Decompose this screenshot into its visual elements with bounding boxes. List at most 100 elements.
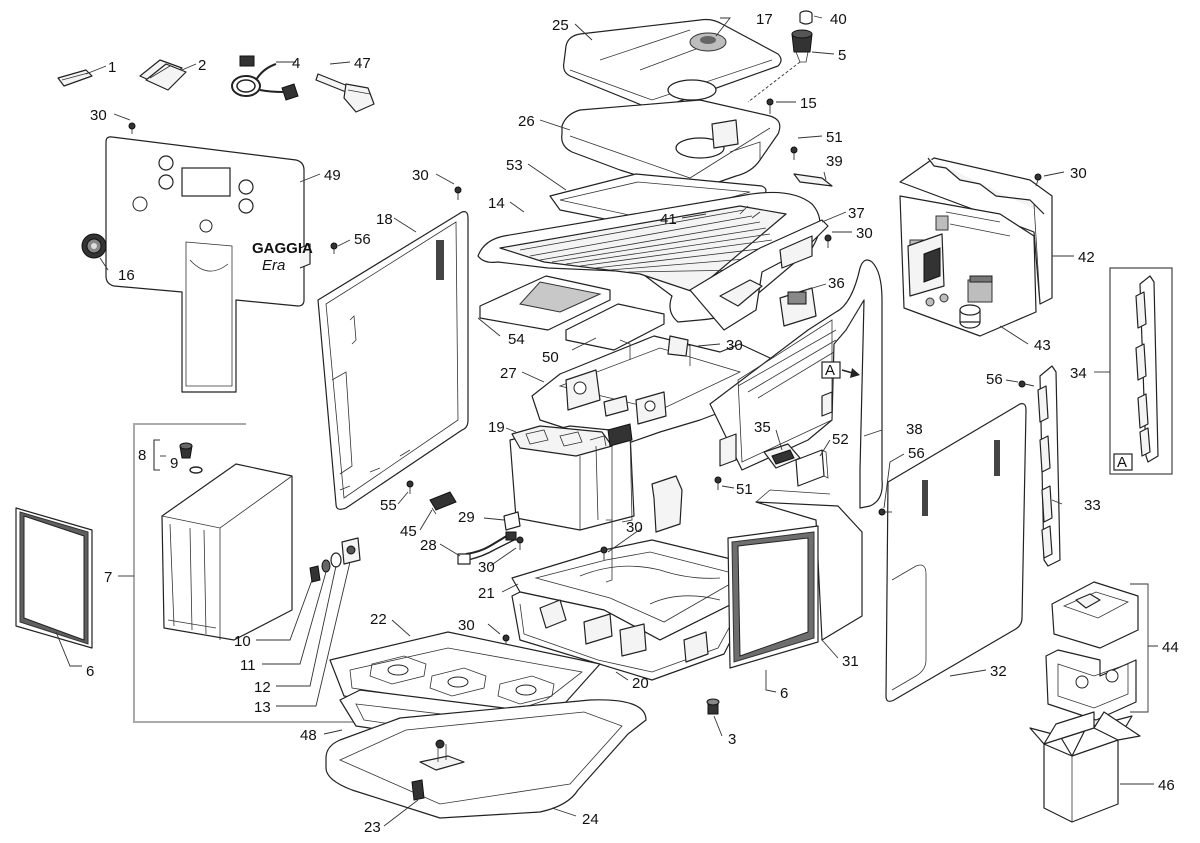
part-6-door-panel-b [727,525,819,669]
callout-13: 13 [254,699,271,716]
callout-25: 25 [552,17,569,34]
callout-54: 54 [508,331,525,348]
callout-44: 44 [1162,639,1179,656]
part-52-relay [795,449,829,487]
part-18-left-side-panel [317,211,469,510]
callout-30-e: 30 [726,337,743,354]
part-27-upper-frame [531,335,771,447]
part-40-cap [799,10,813,25]
callout-41: 41 [660,211,677,228]
part-50-foam-pad [565,303,665,351]
callout-30-b: 30 [412,167,429,184]
screw-56-a [330,242,338,254]
callout-3: 3 [728,731,736,748]
part-1-test-strip [57,69,93,87]
screw-30-f [516,536,524,550]
callout-31: 31 [842,653,859,670]
callout-12: 12 [254,679,271,696]
part-5-grind-knob [791,29,813,63]
part-39-clip [793,173,833,187]
part-56-screw-c [878,508,892,516]
detail-marker-a-box: A [1117,454,1127,471]
callout-32: 32 [990,663,1007,680]
callout-11: 11 [240,657,256,674]
part-33-bracket [1037,365,1061,567]
part-7-water-tank-group [133,423,368,723]
callout-30-g: 30 [626,519,643,536]
callout-29: 29 [458,509,475,526]
callout-5: 5 [838,47,846,64]
callout-48: 48 [300,727,317,744]
brand-logo-text: GAGGIA [252,240,313,257]
part-24-drip-tray [325,699,647,819]
part-51-screw-b [714,476,722,490]
callout-30-f: 30 [478,559,495,576]
part-28-wire-harness [457,531,517,565]
part-11-seal [321,559,331,573]
part-49-control-panel: GAGGIA Era [105,136,313,393]
callout-8: 8 [138,447,146,464]
part-17-lid-insert [689,32,727,52]
callout-34: 34 [1070,365,1087,382]
part-16-knob [81,233,107,259]
part-2-manual [139,59,187,91]
callout-55: 55 [380,497,397,514]
callout-45: 45 [400,523,417,540]
screw-30-a [128,122,136,134]
callout-6-b: 6 [780,685,788,702]
part-13-valve-plate [341,537,361,565]
callout-56-c: 56 [908,445,925,462]
callout-39: 39 [826,153,843,170]
callout-52: 52 [832,431,849,448]
part-43-pcb [899,195,1037,337]
callout-30-d: 30 [1070,165,1087,182]
callout-56-b: 56 [986,371,1003,388]
part-12-valve [330,552,342,568]
water-tank [161,463,293,641]
part-6-door-panel-a [15,507,93,649]
callout-17: 17 [756,11,773,28]
part-36-valve [779,287,817,327]
part-30-screw-d [1034,173,1042,187]
model-logo-text: Era [262,257,285,274]
callout-49: 49 [324,167,341,184]
callout-6-a: 6 [86,663,94,680]
callout-15: 15 [800,95,817,112]
callout-24: 24 [582,811,599,828]
part-44-brew-unit-support [1045,581,1139,721]
callout-33: 33 [1084,497,1101,514]
callout-27: 27 [500,365,517,382]
part-25-top-cover [563,18,782,109]
part-23-float [411,779,425,801]
screw-30-g [600,546,608,560]
part-46-packaging-box [1029,711,1141,823]
part-47-dosing-spoon [315,73,375,113]
callout-30-h: 30 [458,617,475,634]
part-55-screw [406,480,414,494]
callout-9: 9 [170,455,178,472]
part-26-bean-hopper [561,99,781,193]
part-35-sensor [763,443,801,469]
callout-50: 50 [542,349,559,366]
callout-28: 28 [420,537,437,554]
callout-4: 4 [292,55,300,72]
part-4-power-cord [231,55,299,101]
callout-38: 38 [906,421,923,438]
detail-box-a: A [1109,267,1173,475]
callout-30-a: 30 [90,107,107,124]
detail-marker-a-main: A [821,361,860,379]
callout-2: 2 [198,57,206,74]
callout-14: 14 [488,195,505,212]
callout-labels: 1 2 4 47 30 49 56 16 30 18 25 17 40 5 15… [86,11,1179,836]
part-3-foot [706,698,720,715]
part-19-tank-holder [509,423,635,531]
callout-22: 22 [370,611,387,628]
part-15-screw [766,98,774,114]
callout-19: 19 [488,419,505,436]
part-10-spring [309,565,321,583]
part-8-float-group [153,439,203,474]
part-42-board-housing [899,157,1053,305]
callout-23: 23 [364,819,381,836]
